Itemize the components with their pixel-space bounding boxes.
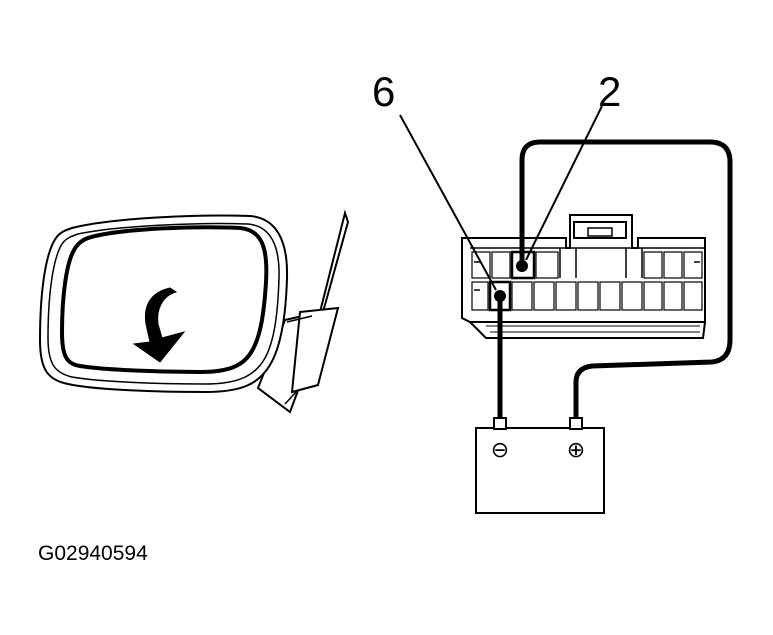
connector-lower-row <box>471 280 703 312</box>
mirror-housing-rim <box>47 222 280 385</box>
callout-2-leader <box>525 105 603 261</box>
battery-positive-post <box>569 417 583 430</box>
figure-code: G02940594 <box>38 542 148 565</box>
positive-lead-wire <box>519 139 733 418</box>
tilt-down-arrow <box>132 287 186 363</box>
callout-6-label: 6 <box>372 68 395 115</box>
callout-2-label: 2 <box>598 68 621 115</box>
battery-positive-symbol: ⊕ <box>567 438 585 463</box>
mirror-mount-plate <box>290 306 340 394</box>
mirror-mount-arm <box>256 209 350 414</box>
battery: ⊖ ⊕ <box>475 417 605 514</box>
connector-latch <box>573 221 627 239</box>
battery-case <box>475 427 605 514</box>
battery-negative-symbol: ⊖ <box>491 438 509 463</box>
outside-mirror <box>38 209 350 414</box>
callout-6-leader <box>399 114 497 291</box>
battery-negative-post <box>493 417 507 430</box>
